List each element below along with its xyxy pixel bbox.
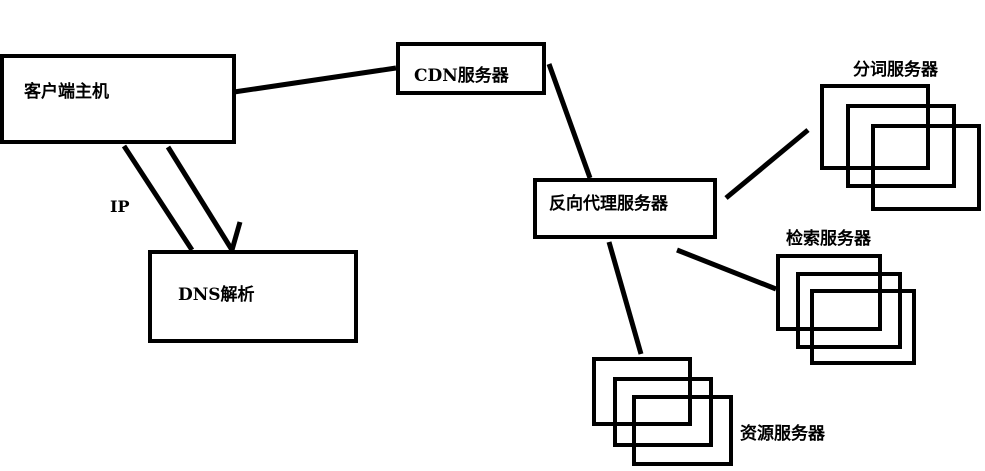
cdn-label: CDN服务器: [414, 66, 509, 86]
segmentation-server-box-2: [846, 104, 956, 188]
edge-proxy-resource: [606, 241, 644, 355]
edge-cdn-proxy: [546, 63, 593, 179]
resource-server-box-2: [613, 377, 713, 447]
search-server-box-2: [796, 272, 902, 349]
client-host-label: 客户端主机: [24, 82, 109, 102]
dns-box: [148, 250, 358, 343]
edge-dns-to-client: [121, 144, 195, 252]
edge-client-to-dns-tick: [229, 221, 243, 251]
reverse-proxy-label: 反向代理服务器: [549, 194, 668, 214]
edge-client-cdn: [233, 65, 397, 95]
segmentation-server-box-3: [871, 124, 981, 211]
ip-edge-label: IP: [110, 197, 130, 216]
segmentation-label: 分词服务器: [853, 60, 938, 80]
edge-client-to-dns: [165, 145, 235, 252]
cdn-box: [396, 42, 546, 95]
resource-label: 资源服务器: [740, 424, 825, 444]
client-host-box: [0, 54, 236, 144]
dns-label: DNS解析: [178, 285, 255, 305]
search-server-box-3: [810, 289, 916, 365]
resource-server-box-1: [592, 357, 692, 426]
edge-proxy-segmentation: [724, 128, 810, 200]
search-label: 检索服务器: [786, 229, 871, 249]
reverse-proxy-box: [533, 178, 717, 239]
resource-server-box-3: [632, 395, 733, 466]
edge-proxy-search: [676, 247, 777, 292]
